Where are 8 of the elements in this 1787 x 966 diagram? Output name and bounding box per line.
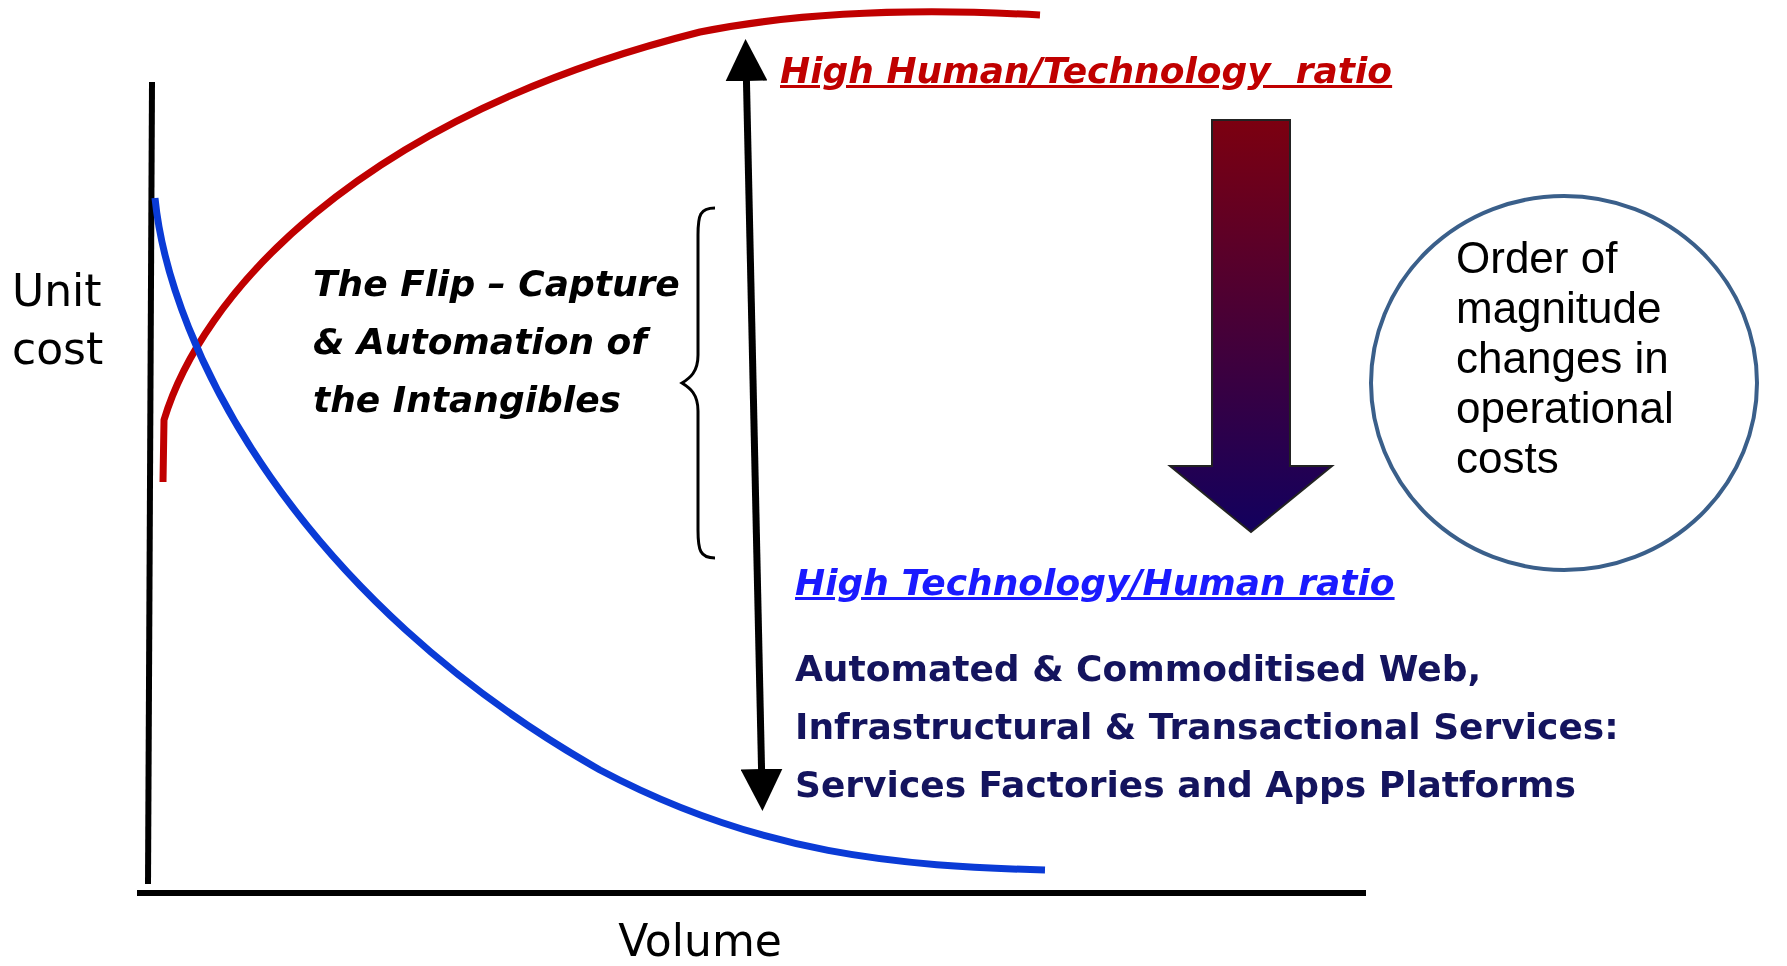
block-arrow — [1167, 119, 1335, 534]
axis-label: Volume — [617, 915, 783, 966]
heading-label: High Human/Technology ratio — [780, 50, 1394, 91]
circle-text: Order of magnitude changes in operational costs — [1456, 233, 1675, 483]
heading-label: High Technology/Human ratio — [795, 562, 1396, 603]
annotation-text: The Flip – Capture & Automation of the Intangibles — [313, 262, 681, 422]
axis-label: Unit cost — [12, 264, 105, 376]
description-text: Automated & Commoditised Web, Infrastructural & Transactional Services: Services Factories and Apps Platforms — [795, 647, 1620, 807]
